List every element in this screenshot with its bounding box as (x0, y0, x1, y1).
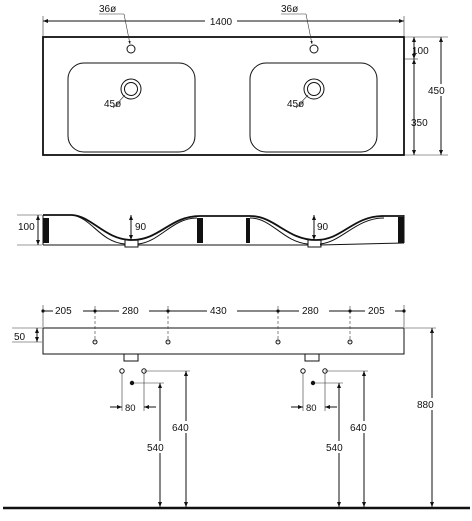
depth-total-label: 450 (428, 86, 445, 97)
left-640-label: 640 (172, 423, 189, 434)
left-trap-spacing-label: 80 (125, 403, 136, 414)
depth-basin-label: 350 (411, 118, 428, 129)
right-trap-spacing-label: 80 (306, 403, 317, 414)
right-tap-hole (309, 44, 319, 54)
right-drain-outer (303, 78, 325, 100)
section-view: 100 90 90 (17, 214, 405, 248)
left-basin-outline (67, 62, 196, 153)
section-left-edge (43, 218, 49, 243)
left-bowl-depth-label: 90 (135, 222, 147, 233)
left-tap-hole-label: 36ø (99, 4, 116, 15)
right-drain-label: 45ø (287, 99, 304, 110)
spacing-label-3: 280 (302, 306, 319, 317)
floor-height-label: 880 (417, 400, 434, 411)
spacing-label-4: 205 (368, 306, 385, 317)
spacing-label-1: 280 (122, 306, 139, 317)
depth-top-label: 100 (412, 46, 429, 57)
overall-width-label: 1400 (210, 17, 233, 28)
front-countertop (42, 327, 405, 355)
top-thickness-label: 50 (14, 332, 26, 343)
right-bowl-depth-label: 90 (317, 222, 329, 233)
section-mid-right-edge (246, 218, 250, 243)
countertop-outline (42, 36, 405, 156)
right-drain-inner (307, 82, 321, 96)
right-640-label: 640 (350, 423, 367, 434)
right-basin-outline (249, 62, 378, 153)
front-view: 205 280 430 280 205 50 80 640 (3, 304, 470, 510)
section-profile-top (43, 214, 404, 241)
left-drain-label: 45ø (104, 99, 121, 110)
right-drain-outlet (304, 353, 320, 362)
left-drain-spigot (124, 239, 139, 248)
section-right-edge (398, 217, 404, 243)
spacing-label-2: 430 (210, 306, 227, 317)
section-mid-left-edge (197, 218, 203, 243)
right-540-label: 540 (326, 443, 343, 454)
right-tap-hole-label: 36ø (281, 4, 298, 15)
left-tap-hole (126, 44, 136, 54)
left-drain-outlet (123, 353, 139, 362)
section-height-label: 100 (18, 222, 35, 233)
top-view: 1400 36ø 36ø 45ø 45ø 100 350 450 (42, 4, 449, 156)
right-drain-spigot (307, 239, 322, 248)
left-540-label: 540 (147, 443, 164, 454)
left-drain-outer (120, 78, 142, 100)
spacing-label-0: 205 (55, 306, 72, 317)
left-drain-inner (124, 82, 138, 96)
